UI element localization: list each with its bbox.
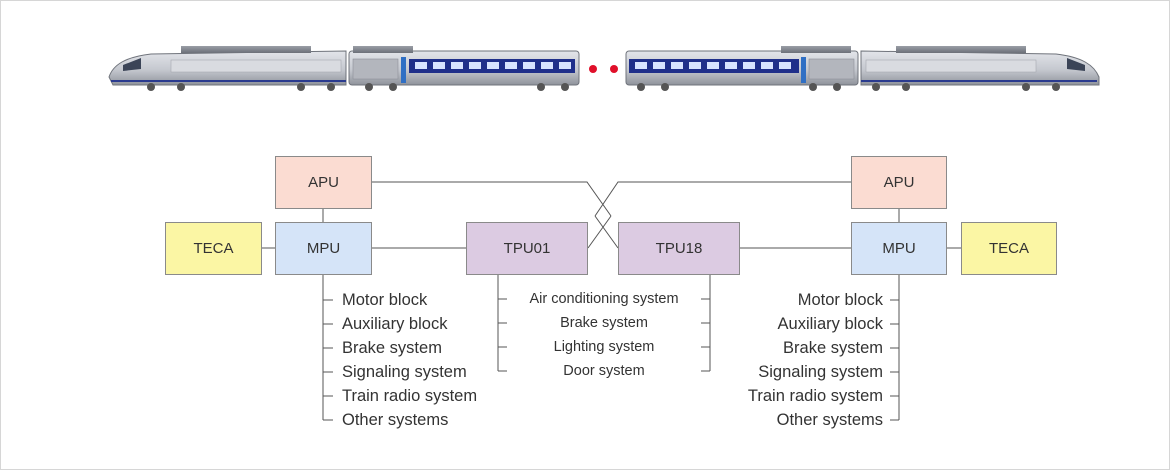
right-mpu-system: Motor block bbox=[797, 291, 883, 309]
right-apu-box: APU bbox=[851, 156, 947, 209]
ellipsis-dot bbox=[589, 65, 597, 73]
left-mpu-system: Motor block bbox=[342, 291, 428, 309]
left-trailer-car bbox=[348, 46, 580, 91]
right-mpu-system: Train radio system bbox=[747, 387, 883, 405]
right-trailer-car bbox=[625, 46, 859, 91]
tpu18-box: TPU18 bbox=[618, 222, 740, 275]
right-mpu-system: Other systems bbox=[776, 411, 883, 429]
left-apu-box: APU bbox=[275, 156, 372, 209]
right-mpu-box: MPU bbox=[851, 222, 947, 275]
tpu-system: Door system bbox=[563, 363, 645, 379]
left-teca-box: TECA bbox=[165, 222, 262, 275]
ellipsis-dot bbox=[610, 65, 618, 73]
tpu01-box: TPU01 bbox=[466, 222, 588, 275]
right-mpu-system: Signaling system bbox=[758, 363, 883, 381]
left-mpu-system: Signaling system bbox=[342, 363, 467, 381]
right-mpu-system: Auxiliary block bbox=[777, 315, 883, 333]
left-mpu-system: Other systems bbox=[342, 411, 449, 429]
right-power-car bbox=[860, 46, 1100, 91]
left-mpu-system: Train radio system bbox=[342, 387, 478, 405]
train-illustration bbox=[108, 46, 1100, 91]
right-teca-box: TECA bbox=[961, 222, 1057, 275]
left-power-car bbox=[108, 46, 347, 91]
tpu-system: Air conditioning system bbox=[529, 291, 679, 307]
right-mpu-system: Brake system bbox=[783, 339, 883, 357]
tpu-system: Lighting system bbox=[553, 339, 655, 355]
left-mpu-system: Auxiliary block bbox=[342, 315, 448, 333]
left-mpu-system: Brake system bbox=[342, 339, 442, 357]
tpu-system: Brake system bbox=[560, 315, 648, 331]
left-mpu-box: MPU bbox=[275, 222, 372, 275]
